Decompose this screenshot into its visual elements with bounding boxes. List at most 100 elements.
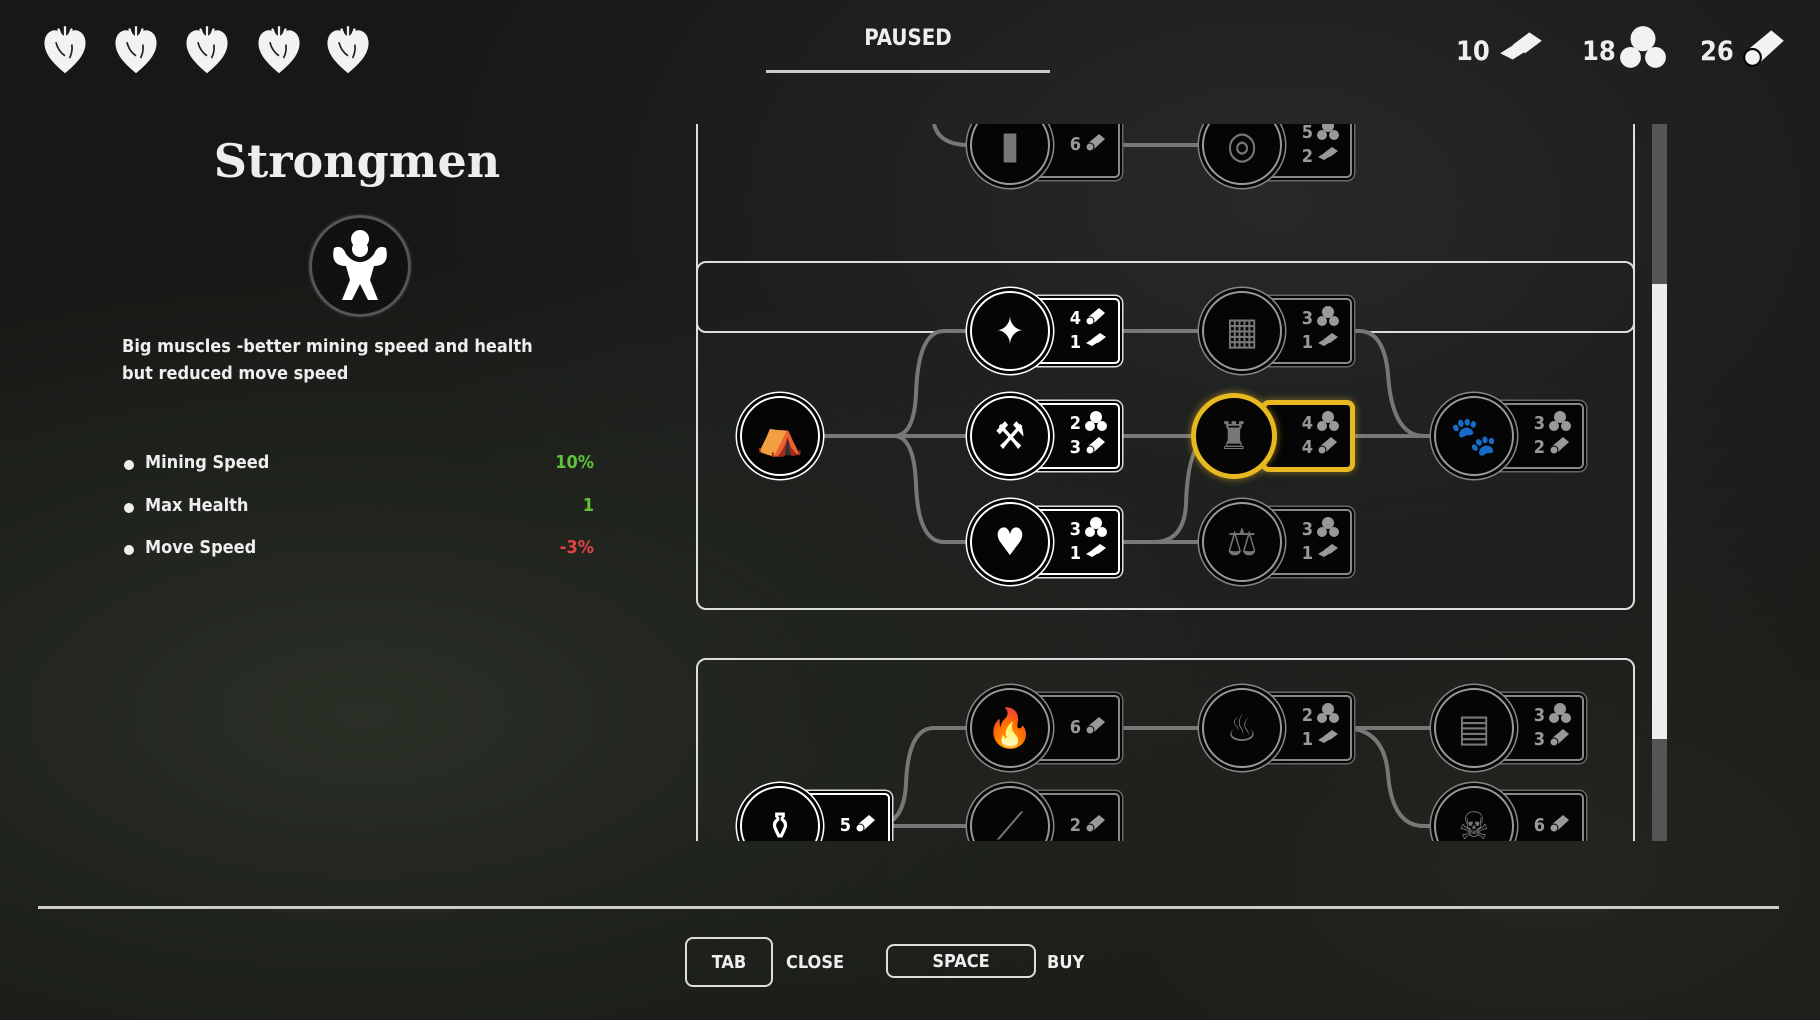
- cost-amount: 1: [1301, 542, 1313, 564]
- heart-icon: [325, 24, 371, 74]
- tree-panel: [696, 261, 1635, 610]
- bullet: [124, 545, 134, 555]
- stone-icon: [1548, 702, 1572, 729]
- stone-icon: [1316, 516, 1340, 543]
- cost-amount: 2: [1069, 814, 1081, 836]
- cost-wood: 2: [1070, 813, 1108, 837]
- cost-amount: 2: [1533, 436, 1545, 458]
- cost-amount: 4: [1069, 307, 1081, 329]
- metal-ingots-icon: [1496, 22, 1546, 72]
- cost-amount: 1: [1301, 331, 1313, 353]
- metal-icon: [1316, 726, 1340, 753]
- cost-metal: 2: [1302, 144, 1340, 168]
- cost-amount: 5: [839, 814, 851, 836]
- cost-stone: 2: [1070, 411, 1108, 435]
- paused-label: PAUSED: [864, 26, 952, 51]
- bullet: [124, 460, 134, 470]
- cost-wood: 5: [840, 813, 878, 837]
- upgrade-title: Strongmen: [213, 134, 501, 188]
- metal-icon: [1084, 540, 1108, 567]
- wood-icon: [1316, 434, 1340, 461]
- wood-icon: [1084, 131, 1108, 158]
- cost-wood: 6: [1070, 132, 1108, 156]
- tree-scrollbar-thumb[interactable]: [1652, 284, 1667, 739]
- stat-label: Max Health: [145, 495, 249, 516]
- cost-amount: 2: [1069, 412, 1081, 434]
- cost-stone: 3: [1302, 306, 1340, 330]
- stat-value: 1: [582, 495, 594, 516]
- cost-metal: 1: [1302, 330, 1340, 354]
- stat-label: Move Speed: [145, 537, 257, 558]
- wood-icon: [1084, 305, 1108, 332]
- chop-log-icon: ⚒: [970, 396, 1050, 476]
- wood-icon: [1548, 726, 1572, 753]
- heart-burst-icon: ♥: [970, 502, 1050, 582]
- heart-icon: [256, 24, 302, 74]
- cost-metal: 1: [1302, 541, 1340, 565]
- wood-icon: [1548, 812, 1572, 839]
- metal-icon: [1316, 540, 1340, 567]
- wood-icon: [854, 812, 878, 839]
- cost-wood: 3: [1534, 727, 1572, 751]
- cost-amount: 4: [1301, 412, 1313, 434]
- strongman-icon: ♜: [1194, 396, 1274, 476]
- cost-stone: 4: [1302, 411, 1340, 435]
- stone-icon: [1316, 702, 1340, 729]
- torch-icon: 🔥: [970, 688, 1050, 768]
- stat-value: 10%: [555, 452, 594, 473]
- stone-icon: [1084, 516, 1108, 543]
- cost-amount: 2: [1301, 145, 1313, 167]
- tree-panel: [696, 658, 1635, 841]
- stat-row: Max Health 1: [124, 495, 594, 521]
- cost-amount: 3: [1301, 518, 1313, 540]
- stat-row: Move Speed -3%: [124, 537, 594, 563]
- sparkle-slash-icon: ✦: [970, 291, 1050, 371]
- cost-metal: 1: [1302, 727, 1340, 751]
- stone-icon: [1084, 410, 1108, 437]
- cost-stone: 3: [1534, 411, 1572, 435]
- map-icon: ▦: [1202, 291, 1282, 371]
- footer-divider: [38, 906, 1779, 909]
- cost-metal: 1: [1070, 541, 1108, 565]
- buy-action-label: BUY: [1047, 952, 1085, 973]
- cost-amount: 6: [1533, 814, 1545, 836]
- cost-amount: 5: [1301, 124, 1313, 143]
- cost-amount: 3: [1069, 518, 1081, 540]
- wood-logs-icon: [1740, 22, 1790, 72]
- wood-icon: [1084, 812, 1108, 839]
- wood-count: 26: [1700, 36, 1734, 67]
- paw-prints-icon: 🐾: [1434, 396, 1514, 476]
- stone-icon: [1316, 305, 1340, 332]
- cost-amount: 2: [1301, 704, 1313, 726]
- metal-icon: [1316, 329, 1340, 356]
- cost-stone: 2: [1302, 703, 1340, 727]
- space-key-button[interactable]: SPACE: [886, 944, 1036, 978]
- stone-count: 18: [1582, 36, 1616, 67]
- cost-stone: 3: [1070, 517, 1108, 541]
- scales-icon: ⚖: [1202, 502, 1282, 582]
- cost-metal: 1: [1070, 330, 1108, 354]
- cost-amount: 3: [1533, 412, 1545, 434]
- tab-key-button[interactable]: TAB: [685, 937, 773, 987]
- cost-stone: 5: [1302, 124, 1340, 144]
- cost-amount: 4: [1301, 436, 1313, 458]
- campfire-icon: ♨: [1202, 688, 1282, 768]
- cost-box: 6: [1032, 695, 1120, 761]
- stone-icon: [1316, 410, 1340, 437]
- cost-wood: 3: [1070, 435, 1108, 459]
- heart-icon: [113, 24, 159, 74]
- cost-stone: 3: [1302, 517, 1340, 541]
- cost-wood: 6: [1534, 813, 1572, 837]
- stone-icon: [1618, 22, 1668, 72]
- cost-wood: 4: [1070, 306, 1108, 330]
- bullet: [124, 503, 134, 513]
- stat-value: -3%: [559, 537, 594, 558]
- metal-icon: [1084, 329, 1108, 356]
